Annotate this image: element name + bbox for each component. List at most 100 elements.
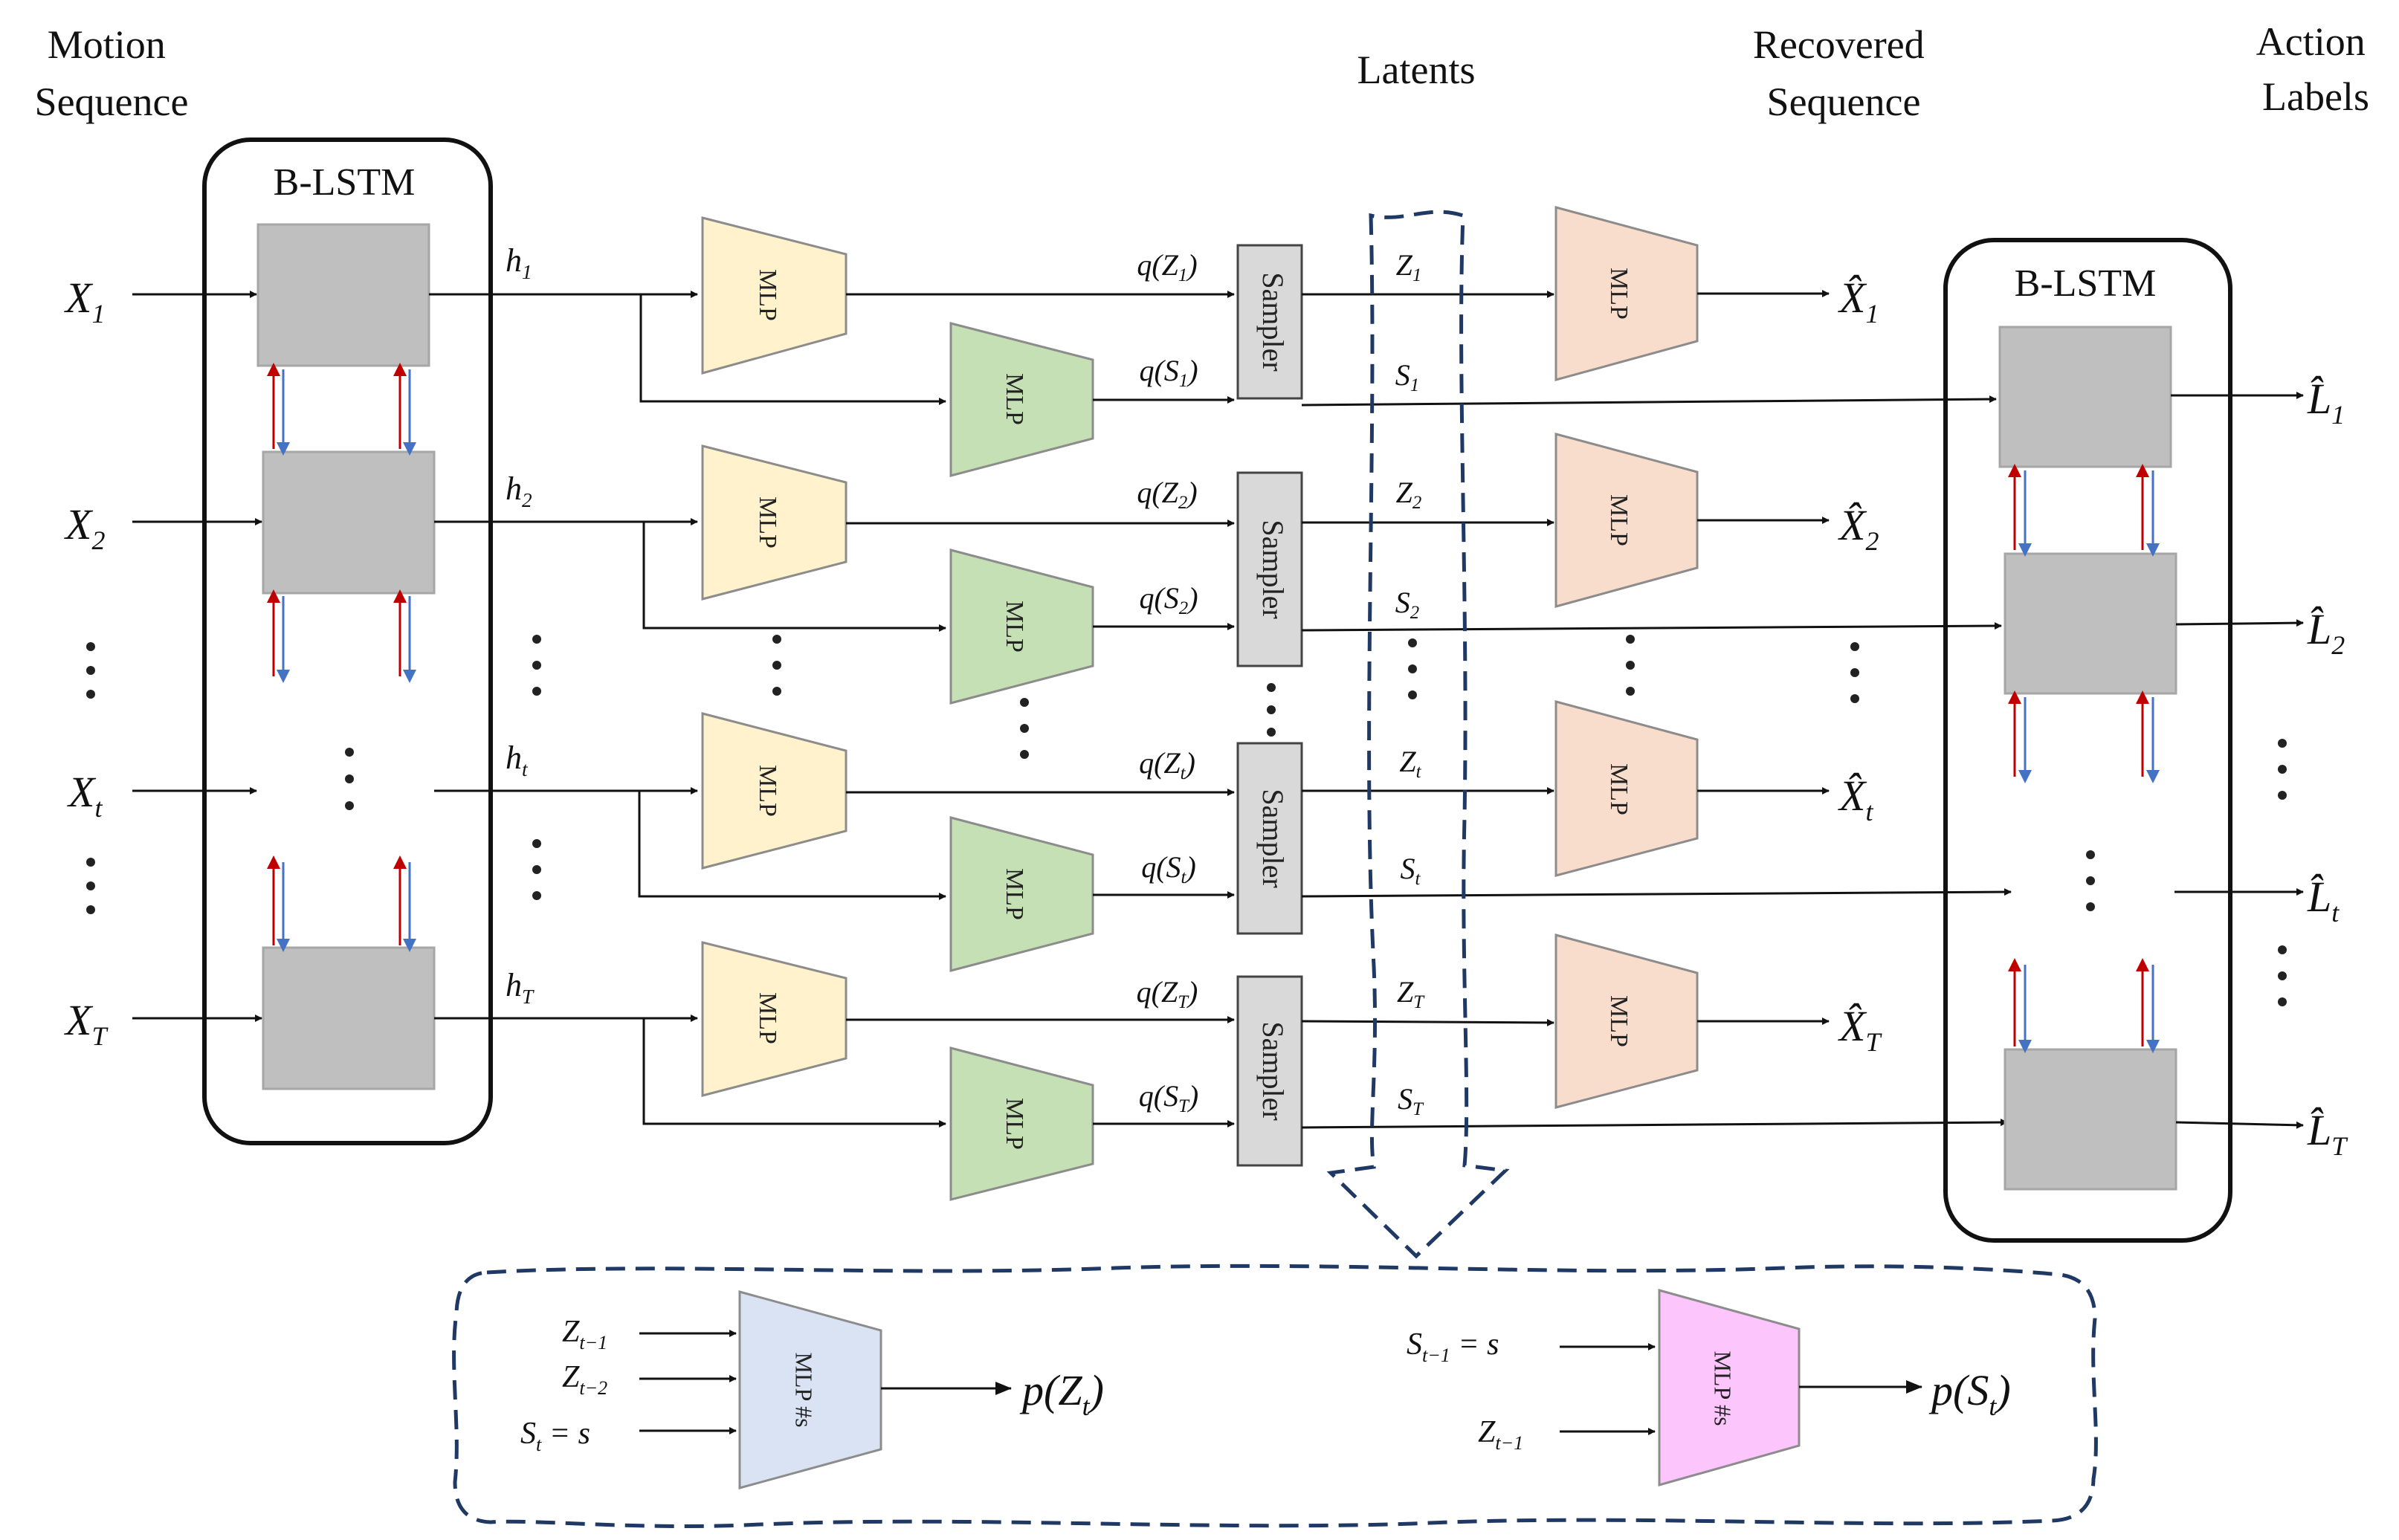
- prior-s-input-1: St−1 = s: [1407, 1327, 1499, 1366]
- prior-s-input-2: Zt−1: [1478, 1415, 1523, 1454]
- svg-text:Sampler: Sampler: [1256, 520, 1290, 618]
- output-lhat-t: L̂t: [2174, 873, 2340, 928]
- svg-text:MLP: MLP: [754, 496, 781, 549]
- input-ellipsis-lower: [86, 858, 95, 914]
- latents-dashed-arrow: [1326, 210, 1510, 1259]
- row-t: ht MLP MLP q(Zt) q(St) Sampler Zt St MLP…: [434, 700, 2012, 972]
- svg-text:q(St): q(St): [1141, 850, 1196, 887]
- output-lhat-1: L̂1: [2171, 375, 2345, 430]
- mlp-decoder-1: MLP: [1554, 206, 1699, 381]
- prior-z-input-1: Zt−1: [562, 1315, 607, 1353]
- prior-z-input-2: Zt−2: [562, 1360, 607, 1399]
- svg-text:St: St: [1401, 852, 1421, 889]
- output-lhat-T: L̂T: [2175, 1106, 2348, 1161]
- mlp-encoder-z-1: MLP: [701, 216, 847, 375]
- svg-text:q(Z1): q(Z1): [1137, 248, 1197, 285]
- svg-text:Z1: Z1: [1396, 248, 1422, 285]
- prior-z-input-3: St = s: [520, 1417, 590, 1455]
- encoder-blstm: B-LSTM: [202, 138, 493, 1145]
- svg-text:MLP: MLP: [754, 992, 781, 1044]
- mlp-decoder-t: MLP: [1554, 700, 1699, 877]
- mlp-encoder-s-2: MLP: [949, 549, 1094, 705]
- mlp-encoder-z-2: MLP: [701, 444, 847, 601]
- svg-text:ht: ht: [506, 740, 529, 780]
- classifier-blstm: B-LSTM: [1943, 238, 2232, 1243]
- svg-text:L̂T: L̂T: [2307, 1106, 2348, 1161]
- svg-text:X1: X1: [64, 274, 105, 329]
- output-xhat-t: X̂t: [1838, 771, 1873, 826]
- svg-text:ST: ST: [1398, 1082, 1424, 1119]
- sampler-T: Sampler: [1236, 975, 1303, 1167]
- svg-text:MLP: MLP: [1605, 763, 1633, 815]
- svg-text:Zt: Zt: [1399, 745, 1421, 782]
- mlp-encoder-s-1: MLP: [949, 322, 1094, 477]
- header-action-labels: Action Labels: [2256, 19, 2375, 119]
- encoder-cell-2: [262, 450, 436, 595]
- encoder-cell-1: [256, 223, 430, 367]
- svg-text:Z2: Z2: [1396, 476, 1422, 513]
- mlp-decoder-2: MLP: [1554, 433, 1699, 608]
- input-ellipsis-upper: [86, 642, 95, 699]
- input-x2: X2: [64, 500, 262, 555]
- classifier-recurrent-arrows: [2008, 464, 2160, 1053]
- encoder-blstm-title: B-LSTM: [274, 161, 416, 204]
- mlp-encoder-s-T: MLP: [949, 1046, 1094, 1201]
- svg-text:MLP: MLP: [1001, 373, 1028, 425]
- svg-text:MLP: MLP: [1001, 1098, 1028, 1150]
- middle-ellipses: [532, 635, 1859, 900]
- svg-text:X2: X2: [64, 500, 105, 555]
- svg-text:MLP: MLP: [754, 765, 781, 817]
- row-2: h2 MLP MLP q(Z2) q(S2) Sampler Z2 S2 MLP…: [434, 433, 2002, 705]
- header-recovered-sequence: Recovered Sequence: [1753, 22, 1934, 124]
- output-xhat-T: X̂T: [1838, 1002, 1882, 1057]
- encoder-cell-T: [262, 946, 436, 1090]
- output-ellipsis: [2278, 739, 2287, 1006]
- svg-text:MLP #s: MLP #s: [791, 1352, 818, 1427]
- header-latents: Latents: [1357, 48, 1476, 92]
- svg-text:L̂2: L̂2: [2307, 605, 2345, 660]
- svg-text:XT: XT: [64, 996, 109, 1051]
- svg-text:q(ST): q(ST): [1139, 1079, 1198, 1116]
- header-motion-sequence: Motion Sequence: [35, 22, 189, 124]
- mlp-decoder-T: MLP: [1554, 934, 1699, 1109]
- row-T: hT MLP MLP q(ZT) q(ST) Sampler ZT ST MLP…: [434, 934, 2008, 1201]
- sampler-1: Sampler: [1236, 244, 1303, 400]
- svg-text:L̂1: L̂1: [2307, 375, 2345, 430]
- sampler-2: Sampler: [1236, 471, 1303, 667]
- prior-s-model: St−1 = s Zt−1 MLP #s p(St): [1407, 1289, 2011, 1486]
- svg-text:MLP #s: MLP #s: [1710, 1350, 1737, 1426]
- svg-text:ZT: ZT: [1397, 975, 1425, 1012]
- svg-text:Sampler: Sampler: [1256, 1021, 1290, 1120]
- classifier-cell-T: [2004, 1048, 2177, 1191]
- svg-text:MLP: MLP: [754, 269, 781, 321]
- output-xhat-2: X̂2: [1838, 501, 1879, 556]
- svg-text:h1: h1: [506, 242, 532, 283]
- svg-text:L̂t: L̂t: [2307, 873, 2340, 928]
- row-1: h1 MLP MLP q(Z1) q(S1) Sampler Z1 S1 MLP…: [429, 206, 1997, 477]
- classifier-ellipsis: [2086, 850, 2095, 911]
- prior-s-output: p(St): [1928, 1366, 2011, 1421]
- classifier-cell-1: [1998, 326, 2172, 468]
- svg-text:q(ZT): q(ZT): [1137, 975, 1198, 1012]
- encoder-recurrent-arrows: [267, 363, 416, 952]
- svg-text:q(S2): q(S2): [1139, 581, 1198, 618]
- prior-z-model: Zt−1 Zt−2 St = s MLP #s p(Zt): [520, 1290, 1104, 1489]
- encoder-ellipsis: [345, 748, 354, 810]
- prior-z-output: p(Zt): [1019, 1366, 1104, 1421]
- svg-text:h2: h2: [506, 470, 532, 511]
- output-xhat-1: X̂1: [1838, 274, 1879, 329]
- svg-text:MLP: MLP: [1001, 601, 1028, 653]
- classifier-cell-2: [2004, 552, 2177, 695]
- input-xT: XT: [64, 996, 262, 1051]
- input-xt: Xt: [67, 768, 257, 823]
- mlp-encoder-z-T: MLP: [701, 941, 847, 1097]
- mlp-encoder-s-t: MLP: [949, 816, 1094, 972]
- svg-text:MLP: MLP: [1001, 868, 1028, 920]
- svg-text:MLP: MLP: [1605, 268, 1633, 320]
- svg-text:q(Z2): q(Z2): [1137, 476, 1197, 513]
- classifier-blstm-title: B-LSTM: [2015, 262, 2157, 305]
- svg-text:MLP: MLP: [1605, 995, 1633, 1047]
- svg-text:hT: hT: [506, 967, 535, 1008]
- output-lhat-2: L̂2: [2175, 605, 2345, 660]
